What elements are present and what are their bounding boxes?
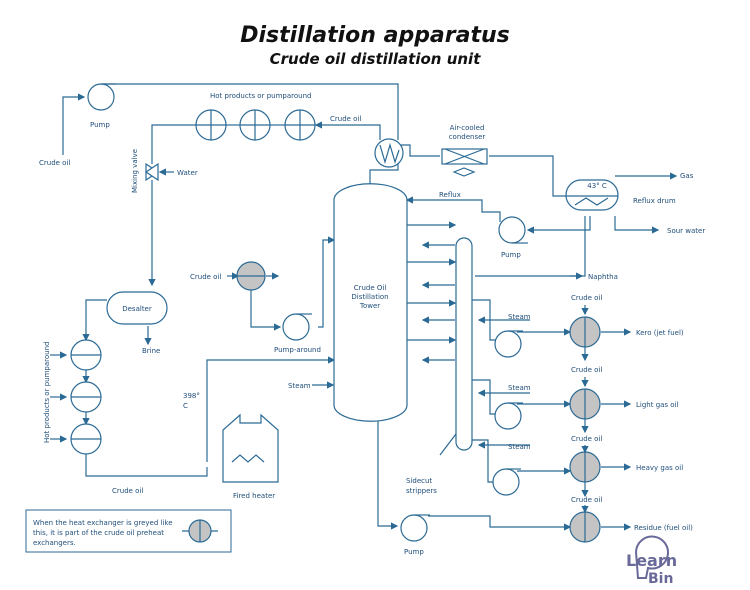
labels: Pump Crude oil Hot products or pumparoun… — [39, 92, 705, 556]
label-gas: Gas — [680, 172, 694, 180]
air-cooled-condenser: Air-cooled condenser — [441, 124, 488, 177]
fired-heater — [222, 413, 279, 483]
heat-exchanger-top-1 — [195, 109, 227, 141]
diagram-subtitle: Crude oil distillation unit — [270, 50, 482, 68]
label-crude-oil-r2: Crude oil — [571, 366, 602, 374]
pump-heavy-gas-oil — [492, 468, 521, 496]
label-pump-top: Pump — [90, 121, 110, 129]
legend-note: When the heat exchanger is greyed like t… — [25, 509, 232, 553]
label-crude-oil-r1: Crude oil — [571, 294, 602, 302]
air-cooled-label-2: condenser — [449, 133, 486, 141]
pump-around-pump — [282, 313, 312, 341]
label-temp-heater-1: 398° — [183, 392, 200, 400]
pump-bottom — [400, 514, 430, 542]
logo-line-1: Learn — [626, 551, 677, 570]
label-pump-bottom: Pump — [404, 548, 424, 556]
lightbulb-icon — [634, 535, 669, 579]
label-reflux: Reflux — [439, 191, 461, 199]
label-mixing-valve: Mixing valve — [131, 149, 139, 193]
tower-label-3: Tower — [359, 302, 380, 310]
drum-temperature: 43° C — [587, 182, 607, 190]
pump-top — [87, 83, 116, 111]
pump-reflux — [498, 216, 528, 244]
tower-label-1: Crude Oil — [354, 284, 387, 292]
label-hot-products-left: Hot products or pumparound — [43, 342, 51, 443]
heat-exchanger-top-2 — [239, 109, 271, 141]
heat-exchanger-left-3 — [70, 423, 102, 455]
label-steam-1: Steam — [508, 313, 531, 321]
pump-light-gas-oil — [494, 402, 523, 430]
note-line-2: this, it is part of the crude oil prehea… — [33, 529, 164, 537]
label-crude-oil-bottom: Crude oil — [112, 487, 143, 495]
label-crude-oil-r3: Crude oil — [571, 435, 602, 443]
label-kero: Kero (jet fuel) — [636, 329, 684, 337]
heat-exchanger-left-2 — [70, 381, 102, 413]
label-steam-2: Steam — [508, 384, 531, 392]
label-steam-3: Steam — [508, 443, 531, 451]
desalter-label: Desalter — [122, 305, 152, 313]
label-residue: Residue (fuel oil) — [634, 524, 693, 532]
label-water: Water — [177, 169, 198, 177]
heat-exchanger-top-3 — [284, 109, 316, 141]
sidecut-stripper-column — [455, 237, 473, 451]
note-line-3: exchangers. — [33, 539, 76, 547]
label-light-gas-oil: Light gas oil — [636, 401, 679, 409]
desalter-vessel: Desalter — [106, 291, 168, 325]
logo-line-2: Bin — [648, 571, 673, 587]
label-brine: Brine — [142, 347, 160, 355]
heat-exchanger-left-1 — [70, 339, 102, 371]
mixing-valve — [144, 162, 160, 182]
overhead-condenser-exchanger — [374, 138, 404, 168]
heat-exchanger-kero-greyed — [569, 316, 601, 348]
label-hot-products-top: Hot products or pumparound — [210, 92, 311, 100]
label-naphtha: Naphtha — [588, 273, 618, 281]
heat-exchanger-residue-greyed — [569, 511, 601, 543]
heat-exchanger-light-gas-oil-greyed — [569, 388, 601, 420]
label-pump-around: Pump-around — [274, 346, 321, 354]
label-fired-heater: Fired heater — [233, 492, 275, 500]
diagram-title: Distillation apparatus — [240, 23, 510, 48]
label-sour-water: Sour water — [667, 227, 705, 235]
label-reflux-drum: Reflux drum — [633, 197, 676, 205]
label-temp-heater-2: C — [183, 402, 188, 410]
label-crude-oil-in: Crude oil — [39, 159, 70, 167]
label-crude-oil-top: Crude oil — [330, 115, 361, 123]
pipes — [50, 83, 678, 531]
distillation-tower: Crude Oil Distillation Tower — [333, 183, 408, 422]
label-heavy-gas-oil: Heavy gas oil — [636, 464, 683, 472]
learnbin-logo: Learn Bin — [626, 535, 677, 587]
note-line-1: When the heat exchanger is greyed like — [33, 519, 173, 527]
label-steam-tower: Steam — [288, 382, 311, 390]
label-sidecut-1: Sidecut — [406, 477, 432, 485]
tower-label-2: Distillation — [351, 293, 388, 301]
label-pump-reflux: Pump — [501, 251, 521, 259]
label-crude-oil-r4: Crude oil — [571, 496, 602, 504]
heat-exchanger-pumparound-greyed — [236, 261, 266, 291]
air-cooled-label-1: Air-cooled — [450, 124, 485, 132]
pump-kero — [494, 330, 523, 358]
label-crude-oil-mid: Crude oil — [190, 273, 221, 281]
heat-exchanger-heavy-gas-oil-greyed — [569, 451, 601, 483]
reflux-drum: 43° C — [565, 179, 619, 211]
label-sidecut-2: strippers — [406, 487, 437, 495]
